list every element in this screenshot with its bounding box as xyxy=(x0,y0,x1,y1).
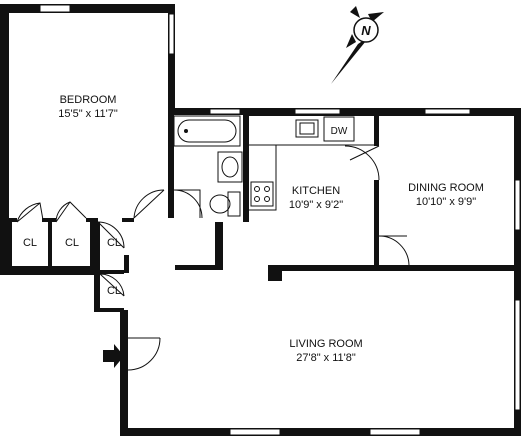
kitchen-dimensions: 10'9" x 9'2" xyxy=(289,199,343,211)
entry-arrow-icon xyxy=(103,344,124,368)
north-arrow-icon: N xyxy=(331,6,384,84)
compass-letter: N xyxy=(361,23,371,38)
closet-label-2: CL xyxy=(65,237,79,249)
bedroom-dimensions: 15'5" x 11'7" xyxy=(58,108,118,120)
bathtub-icon xyxy=(173,115,241,147)
closet-label-3: CL xyxy=(107,237,121,249)
living-room-name: LIVING ROOM xyxy=(289,338,362,350)
closet-label-1: CL xyxy=(23,237,37,249)
kitchen-name: KITCHEN xyxy=(292,185,340,197)
windows xyxy=(39,4,521,436)
living-room-dimensions: 27'8" x 11'8" xyxy=(296,352,356,364)
bedroom-name: BEDROOM xyxy=(60,94,117,106)
sink-icon xyxy=(217,151,243,183)
dishwasher-label: DW xyxy=(331,126,348,137)
stove-icon xyxy=(250,181,274,207)
dining-room-name: DINING ROOM xyxy=(408,182,484,194)
doors xyxy=(16,145,410,371)
kitchen-counter xyxy=(249,144,374,211)
walls xyxy=(0,4,521,436)
kitchen-sink-icon xyxy=(295,119,319,138)
dining-room-dimensions: 10'10" x 9'9" xyxy=(416,196,476,208)
closet-label-4: CL xyxy=(107,285,121,297)
dishwasher-icon: DW xyxy=(323,116,355,142)
toilet-icon xyxy=(209,191,241,217)
